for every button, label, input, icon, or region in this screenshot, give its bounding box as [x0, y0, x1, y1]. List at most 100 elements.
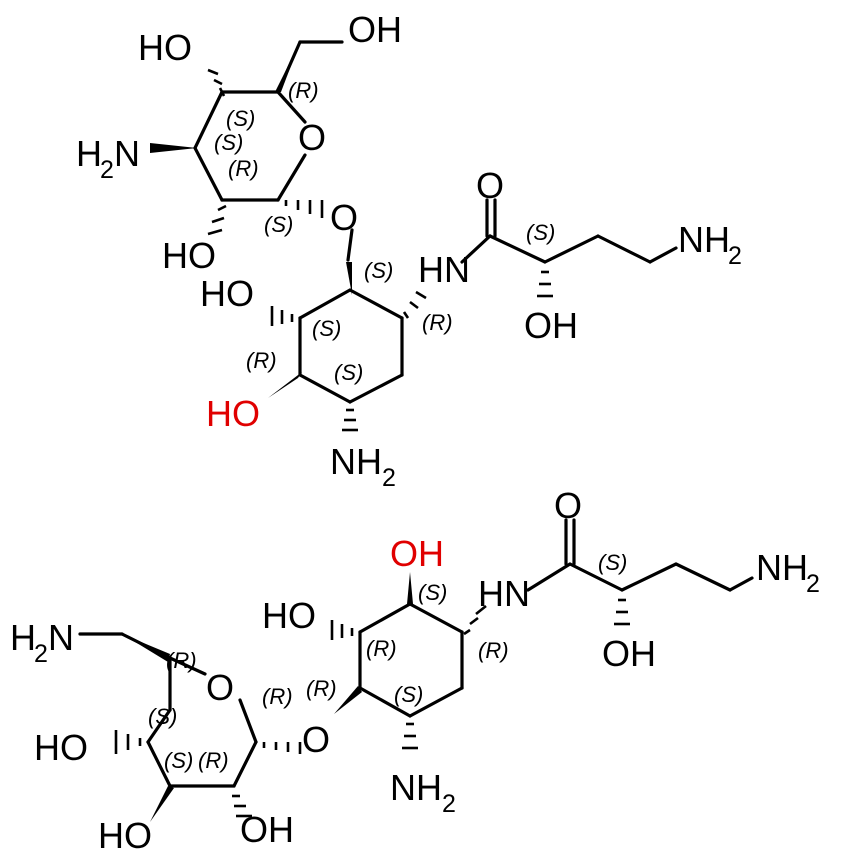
- hashed-bond: [537, 270, 553, 298]
- hashed-bond: [207, 68, 226, 97]
- bond: [168, 656, 207, 676]
- molecule-1: OH HO H 2 N O HO O HO HN O NH 2 OH HO NH…: [76, 9, 742, 492]
- stereo-descriptor: (R): [366, 636, 397, 661]
- bond: [488, 234, 547, 264]
- bond: [238, 698, 258, 744]
- bond: [596, 234, 652, 264]
- bond: [358, 686, 412, 718]
- bond: [276, 90, 307, 124]
- hydroxyl-label-highlighted: HO: [206, 393, 260, 434]
- stereo-descriptor: (S): [418, 580, 447, 605]
- svg-text:2: 2: [442, 790, 456, 818]
- bond: [620, 562, 678, 592]
- svg-text:N: N: [114, 133, 140, 174]
- bond: [408, 686, 464, 718]
- hashed-bond: [614, 598, 630, 626]
- hydroxyl-label: OH: [348, 9, 402, 50]
- amine-label: H 2 N: [10, 617, 74, 668]
- bond: [348, 288, 404, 320]
- stereo-descriptor: (S): [526, 220, 555, 245]
- carbonyl-oxygen-label: O: [554, 485, 582, 526]
- carbonyl-oxygen-label: O: [476, 165, 504, 206]
- stereo-descriptor: (R): [228, 156, 259, 181]
- hashed-bond: [330, 620, 354, 640]
- wedge-bond: [122, 634, 170, 662]
- wedge-bond: [150, 143, 197, 153]
- stereo-descriptor: (R): [306, 676, 337, 701]
- bond: [358, 602, 412, 634]
- hashed-bond: [463, 604, 487, 636]
- wedge-bond: [334, 686, 362, 714]
- hashed-bond: [114, 730, 142, 754]
- stereo-descriptor: (R): [478, 638, 509, 663]
- hashed-bond: [284, 200, 324, 218]
- hydroxyl-label: HO: [200, 273, 254, 314]
- hydroxyl-label: HO: [34, 727, 88, 768]
- bond: [298, 288, 352, 320]
- hydroxyl-label: OH: [602, 633, 656, 674]
- hydroxyl-label: OH: [240, 809, 294, 850]
- stereo-descriptor: (S): [264, 212, 293, 237]
- stereo-descriptor: (R): [198, 748, 229, 773]
- bond: [193, 146, 224, 202]
- bond: [346, 228, 354, 262]
- svg-text:H: H: [76, 133, 102, 174]
- stereo-descriptor: (R): [246, 348, 277, 373]
- bond: [408, 602, 464, 634]
- amine-label: H 2 N: [76, 133, 140, 184]
- hydroxyl-label: HO: [98, 815, 152, 856]
- stereo-descriptor: (S): [148, 704, 177, 729]
- amine-label: NH 2: [330, 441, 396, 492]
- bond: [460, 234, 492, 264]
- bond: [526, 562, 572, 592]
- stereo-descriptor: (R): [166, 648, 197, 673]
- stereo-descriptor: (S): [364, 258, 393, 283]
- glycosidic-oxygen-label: O: [302, 719, 330, 760]
- ring-oxygen-label: O: [298, 117, 326, 158]
- stereo-descriptor: (S): [598, 550, 627, 575]
- stereo-descriptor: (R): [422, 310, 453, 335]
- stereo-descriptor: (S): [312, 316, 341, 341]
- bond: [146, 708, 172, 744]
- hydroxyl-label-highlighted: OH: [390, 533, 444, 574]
- bond: [728, 576, 754, 592]
- svg-text:2: 2: [382, 464, 396, 492]
- molecule-2: O OH HN NH 2 HO OH H 2 N O HO O NH 2 HO …: [10, 485, 820, 856]
- wedge-bond: [150, 786, 174, 822]
- hashed-bond: [262, 742, 302, 754]
- wedge-bond: [346, 262, 352, 295]
- hydroxyl-label: HO: [262, 595, 316, 636]
- hydroxyl-label: OH: [524, 305, 578, 346]
- stereo-descriptor: (S): [226, 106, 255, 131]
- wedge-bond: [268, 372, 302, 398]
- amine-label: NH 2: [390, 767, 456, 818]
- wedge-bond: [407, 572, 413, 604]
- ring-oxygen-label: O: [206, 667, 234, 708]
- svg-text:H: H: [10, 617, 36, 658]
- hashed-bond: [232, 794, 252, 818]
- hydroxyl-label: HO: [138, 27, 192, 68]
- amide-nh-label: HN: [478, 573, 530, 614]
- bond: [146, 740, 172, 788]
- wedge-bond: [275, 42, 300, 92]
- svg-text:NH: NH: [756, 547, 808, 588]
- amine-label: NH 2: [678, 219, 742, 270]
- svg-text:N: N: [48, 617, 74, 658]
- hashed-bond: [342, 408, 358, 432]
- stereo-descriptor: (R): [262, 684, 293, 709]
- svg-text:NH: NH: [678, 219, 730, 260]
- bond: [298, 373, 352, 404]
- bond: [348, 373, 404, 404]
- bond: [674, 562, 732, 592]
- bond: [648, 246, 678, 264]
- stereo-descriptor: (R): [288, 78, 319, 103]
- bond: [568, 562, 624, 592]
- svg-text:2: 2: [34, 640, 48, 668]
- stereo-descriptor: (S): [214, 130, 243, 155]
- stereo-descriptor: (S): [164, 748, 193, 773]
- amide-nh-label: HN: [418, 249, 470, 290]
- svg-text:NH: NH: [330, 441, 382, 482]
- svg-text:2: 2: [728, 242, 742, 270]
- bond: [232, 740, 258, 788]
